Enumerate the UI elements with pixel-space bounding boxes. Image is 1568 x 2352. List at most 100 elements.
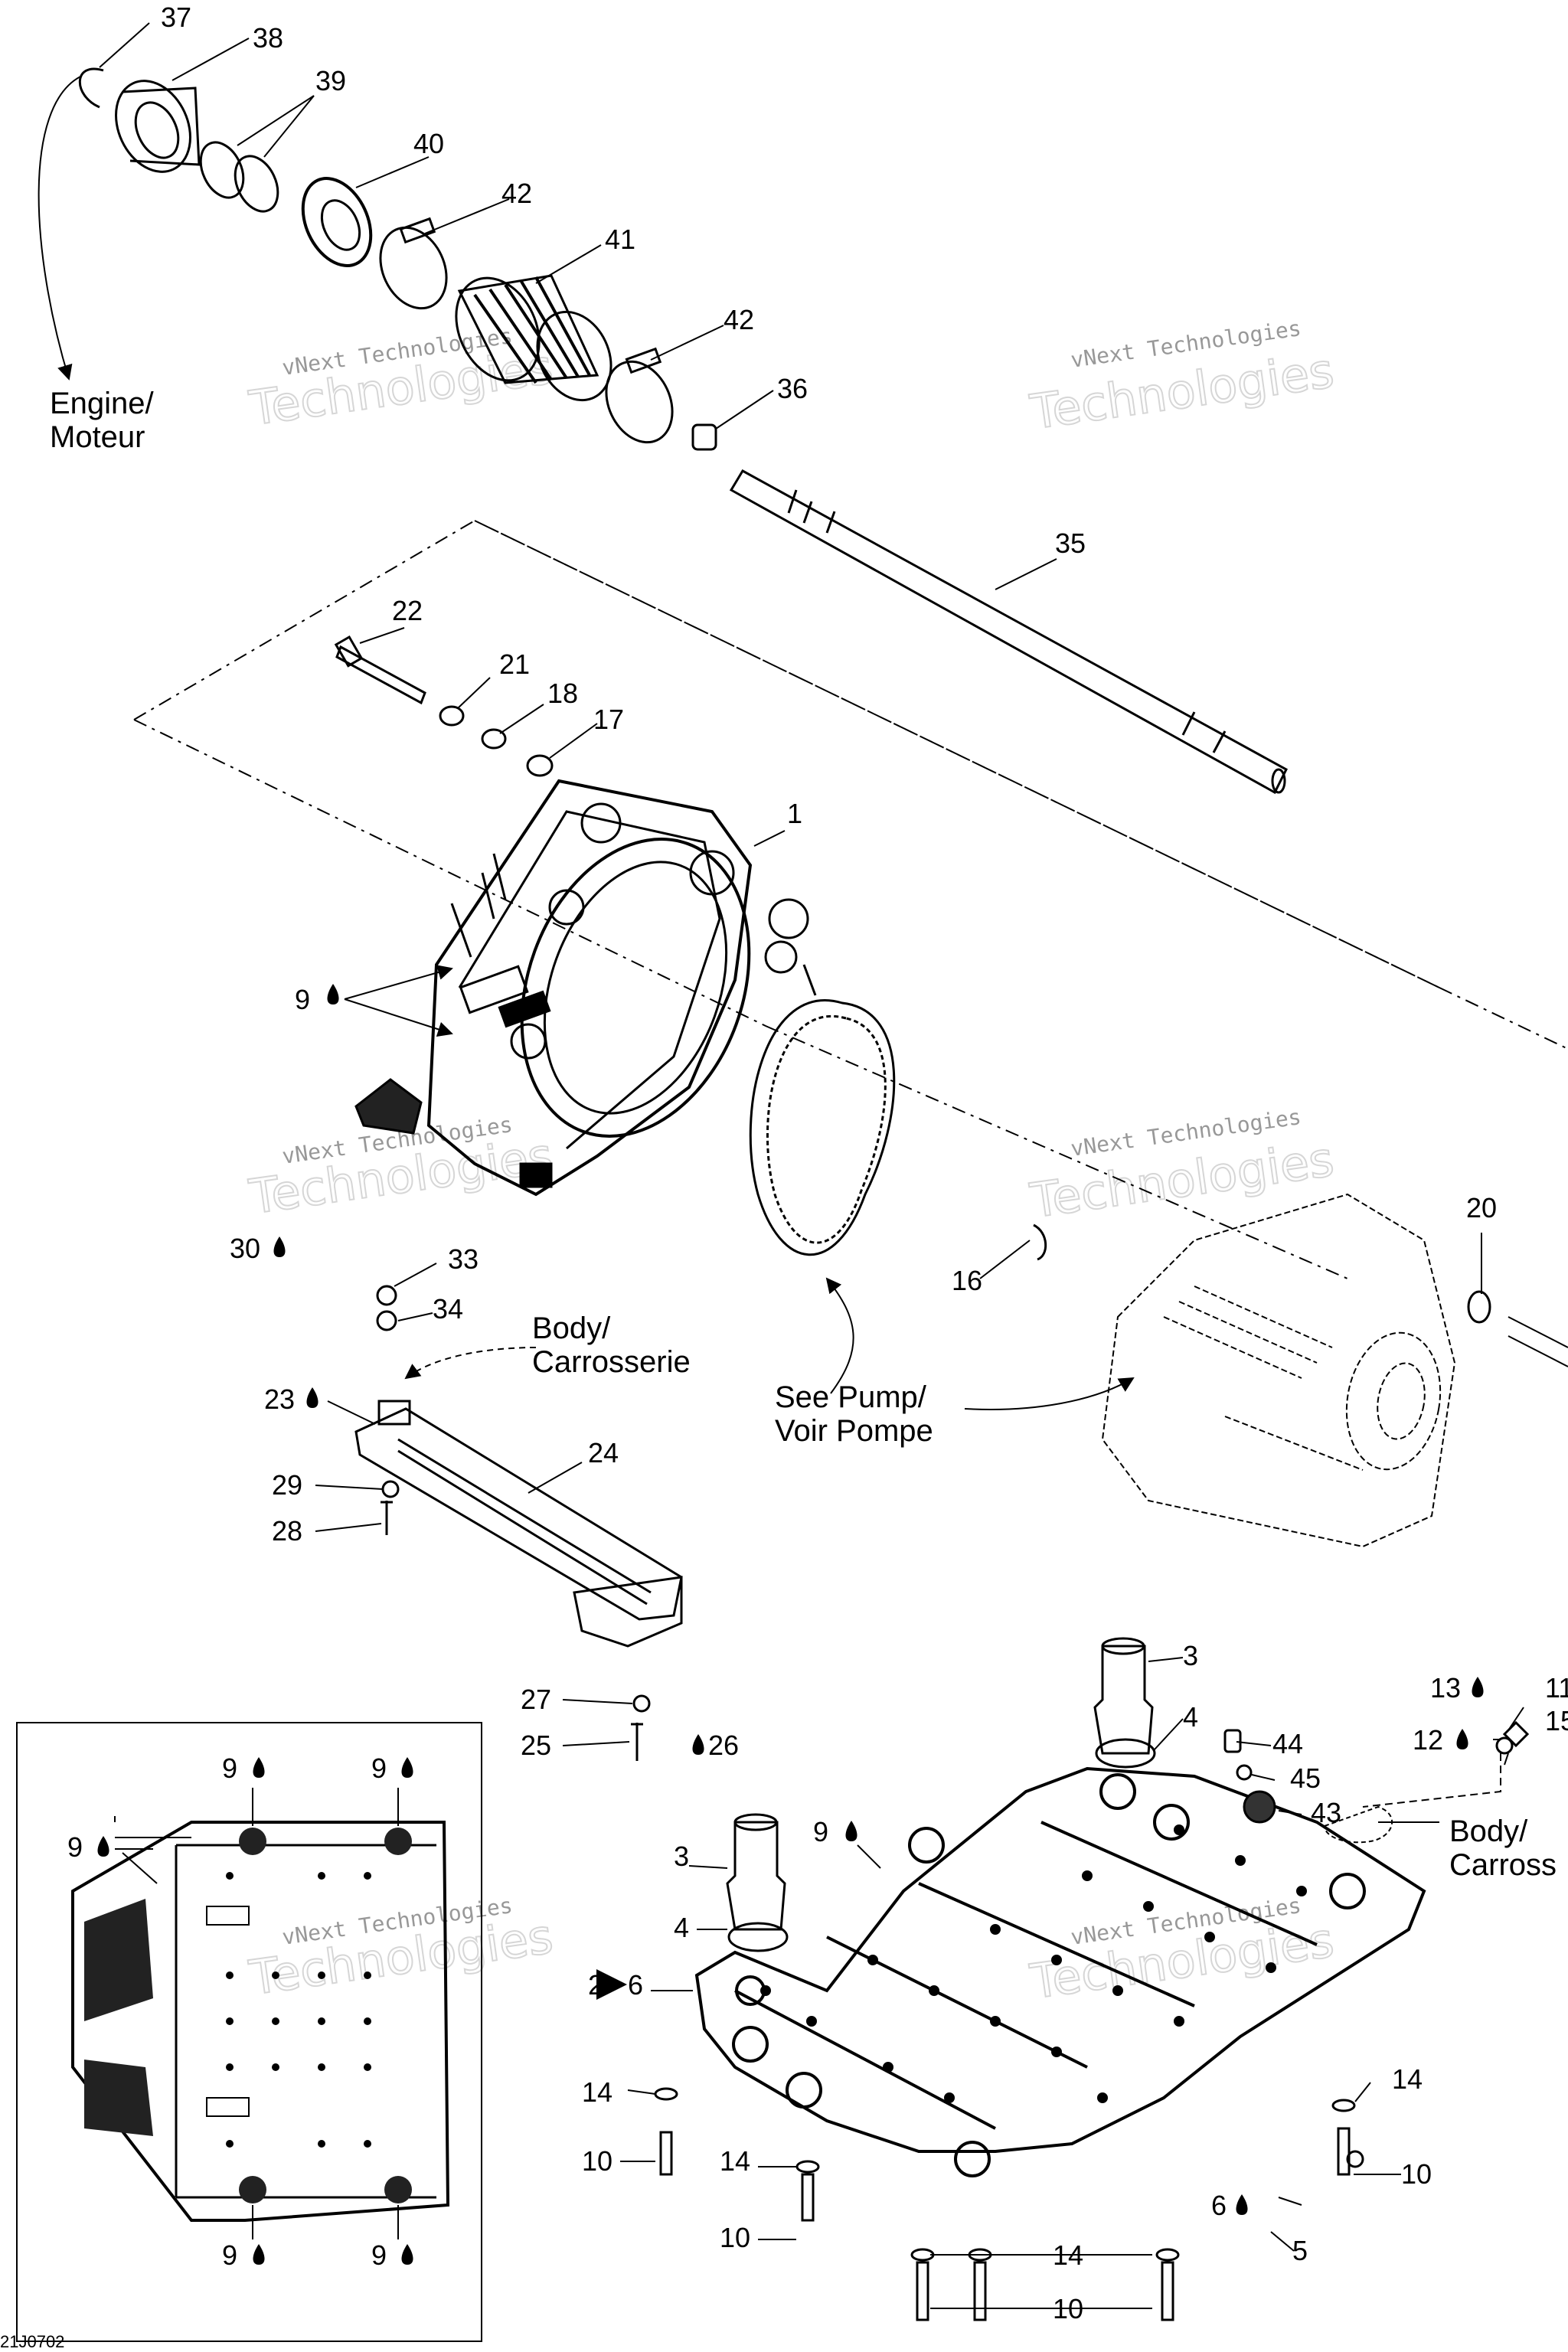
washer-part [439,705,465,727]
callout-10: 10 [1401,2158,1432,2190]
pump-note-line2: Voir Pompe [775,1414,933,1448]
body2-note-line2: Carross [1449,1848,1557,1882]
callout-30: 30 [230,1233,260,1264]
washer-part [632,1694,651,1713]
callout-34: 34 [433,1293,463,1325]
callout-9: 9 [222,1753,237,1784]
drop-icon [327,984,339,1004]
spacer-part [691,423,717,451]
washer-part [381,1480,400,1498]
drop-icon [97,1836,109,1857]
callout-10: 10 [1053,2293,1083,2324]
callout-44: 44 [1272,1728,1303,1759]
callout-35: 35 [1055,528,1086,559]
callout-5: 5 [1292,2235,1308,2266]
callout-4: 4 [674,1912,689,1943]
support-bar-part [354,1400,683,1648]
callout-17: 17 [593,704,624,735]
callout-2: 2 [588,1969,603,2001]
callout-16: 16 [952,1265,982,1296]
lock-washer-part [481,728,507,750]
hose-clamp-part [379,226,448,310]
plate-hardware [1223,1720,1530,2168]
body-ghost-outline [1324,1805,1393,1844]
hose-clamp-part [605,360,674,444]
o-ring-part [199,141,245,199]
callout-9: 9 [67,1831,83,1863]
drop-icon [253,2244,265,2265]
clip-part [1033,1223,1047,1261]
fitting-part [1093,1645,1154,1755]
drive-shaft-part [729,469,1288,795]
seal-ring-part [1095,1738,1156,1769]
callout-25: 25 [521,1730,551,1761]
drop-icon [273,1236,286,1257]
callout-24: 24 [588,1437,619,1468]
callout-13: 13 [1430,1672,1461,1704]
inset-view [16,1722,482,2342]
callout-33: 33 [448,1243,479,1275]
drop-icon [1456,1729,1468,1749]
pump-note-line1: See Pump/ [775,1380,927,1414]
screw-part [381,1501,393,1535]
body-note-line1: Body/ [532,1312,611,1345]
drop-icon [1236,2194,1248,2215]
fitting-part [726,1821,786,1931]
drop-icon [401,1757,413,1778]
callout-38: 38 [253,22,283,54]
jet-pump-ghost [1101,1193,1456,1548]
engine-note-line2: Moteur [50,420,145,454]
reference-notes: Engine/ Moteur Body/ Carrosserie See Pum… [50,387,1557,1882]
intake-fittings [726,1637,1156,1952]
callout-29: 29 [272,1469,302,1501]
callout-3: 3 [674,1841,689,1872]
drop-icon [401,2244,413,2265]
fastener-hardware [334,635,554,777]
wear-ring-part [749,999,896,1256]
callout-18: 18 [547,678,578,709]
engine-arrow [38,76,81,381]
callout-45: 45 [1290,1762,1321,1794]
callout-21: 21 [499,648,530,680]
pump-support-housing [354,779,817,1197]
callout-14: 14 [1053,2239,1083,2271]
o-ring-part [234,155,279,213]
callout-14: 14 [1392,2063,1423,2095]
drop-icon [692,1734,704,1755]
drop-icon [1472,1677,1484,1697]
callout-labels: 37 38 39 40 42 41 42 36 35 22 21 18 17 1… [67,2,1568,2324]
callout-4: 4 [1183,1701,1198,1733]
ride-plate-part [694,1766,1426,2177]
callout-10: 10 [582,2145,612,2177]
engine-note-line1: Engine/ [50,387,155,420]
callout-14: 14 [720,2145,750,2177]
drop-icon [845,1821,858,1841]
callout-39: 39 [315,65,346,96]
callout-42: 42 [724,304,754,335]
callout-26: 26 [708,1730,739,1761]
callout-6: 6 [1211,2190,1227,2221]
bearing-part [301,177,373,267]
callout-20: 20 [1466,1192,1497,1223]
pump-arrow-right [964,1377,1135,1410]
callout-37: 37 [161,2,191,33]
callout-9: 9 [371,2239,387,2271]
inset-frame [16,1722,482,2342]
callout-14: 14 [582,2076,612,2108]
callout-41: 41 [605,224,635,255]
callout-9: 9 [295,984,310,1015]
drop-icons [97,984,1484,2265]
callout-10: 10 [720,2222,750,2253]
callout-43: 43 [1311,1797,1341,1828]
callout-42: 42 [501,178,532,209]
callout-28: 28 [272,1515,302,1547]
figure-code: 21J0702 [0,2332,64,2351]
driveline-parts [78,67,1288,795]
callout-9: 9 [371,1753,387,1784]
bolt-part [335,645,426,705]
drop-icon [253,1757,265,1778]
screws-10-14 [654,2087,1356,2321]
callout-11: 11 [1545,1672,1568,1704]
body-note-line2: Carrosserie [532,1345,691,1379]
